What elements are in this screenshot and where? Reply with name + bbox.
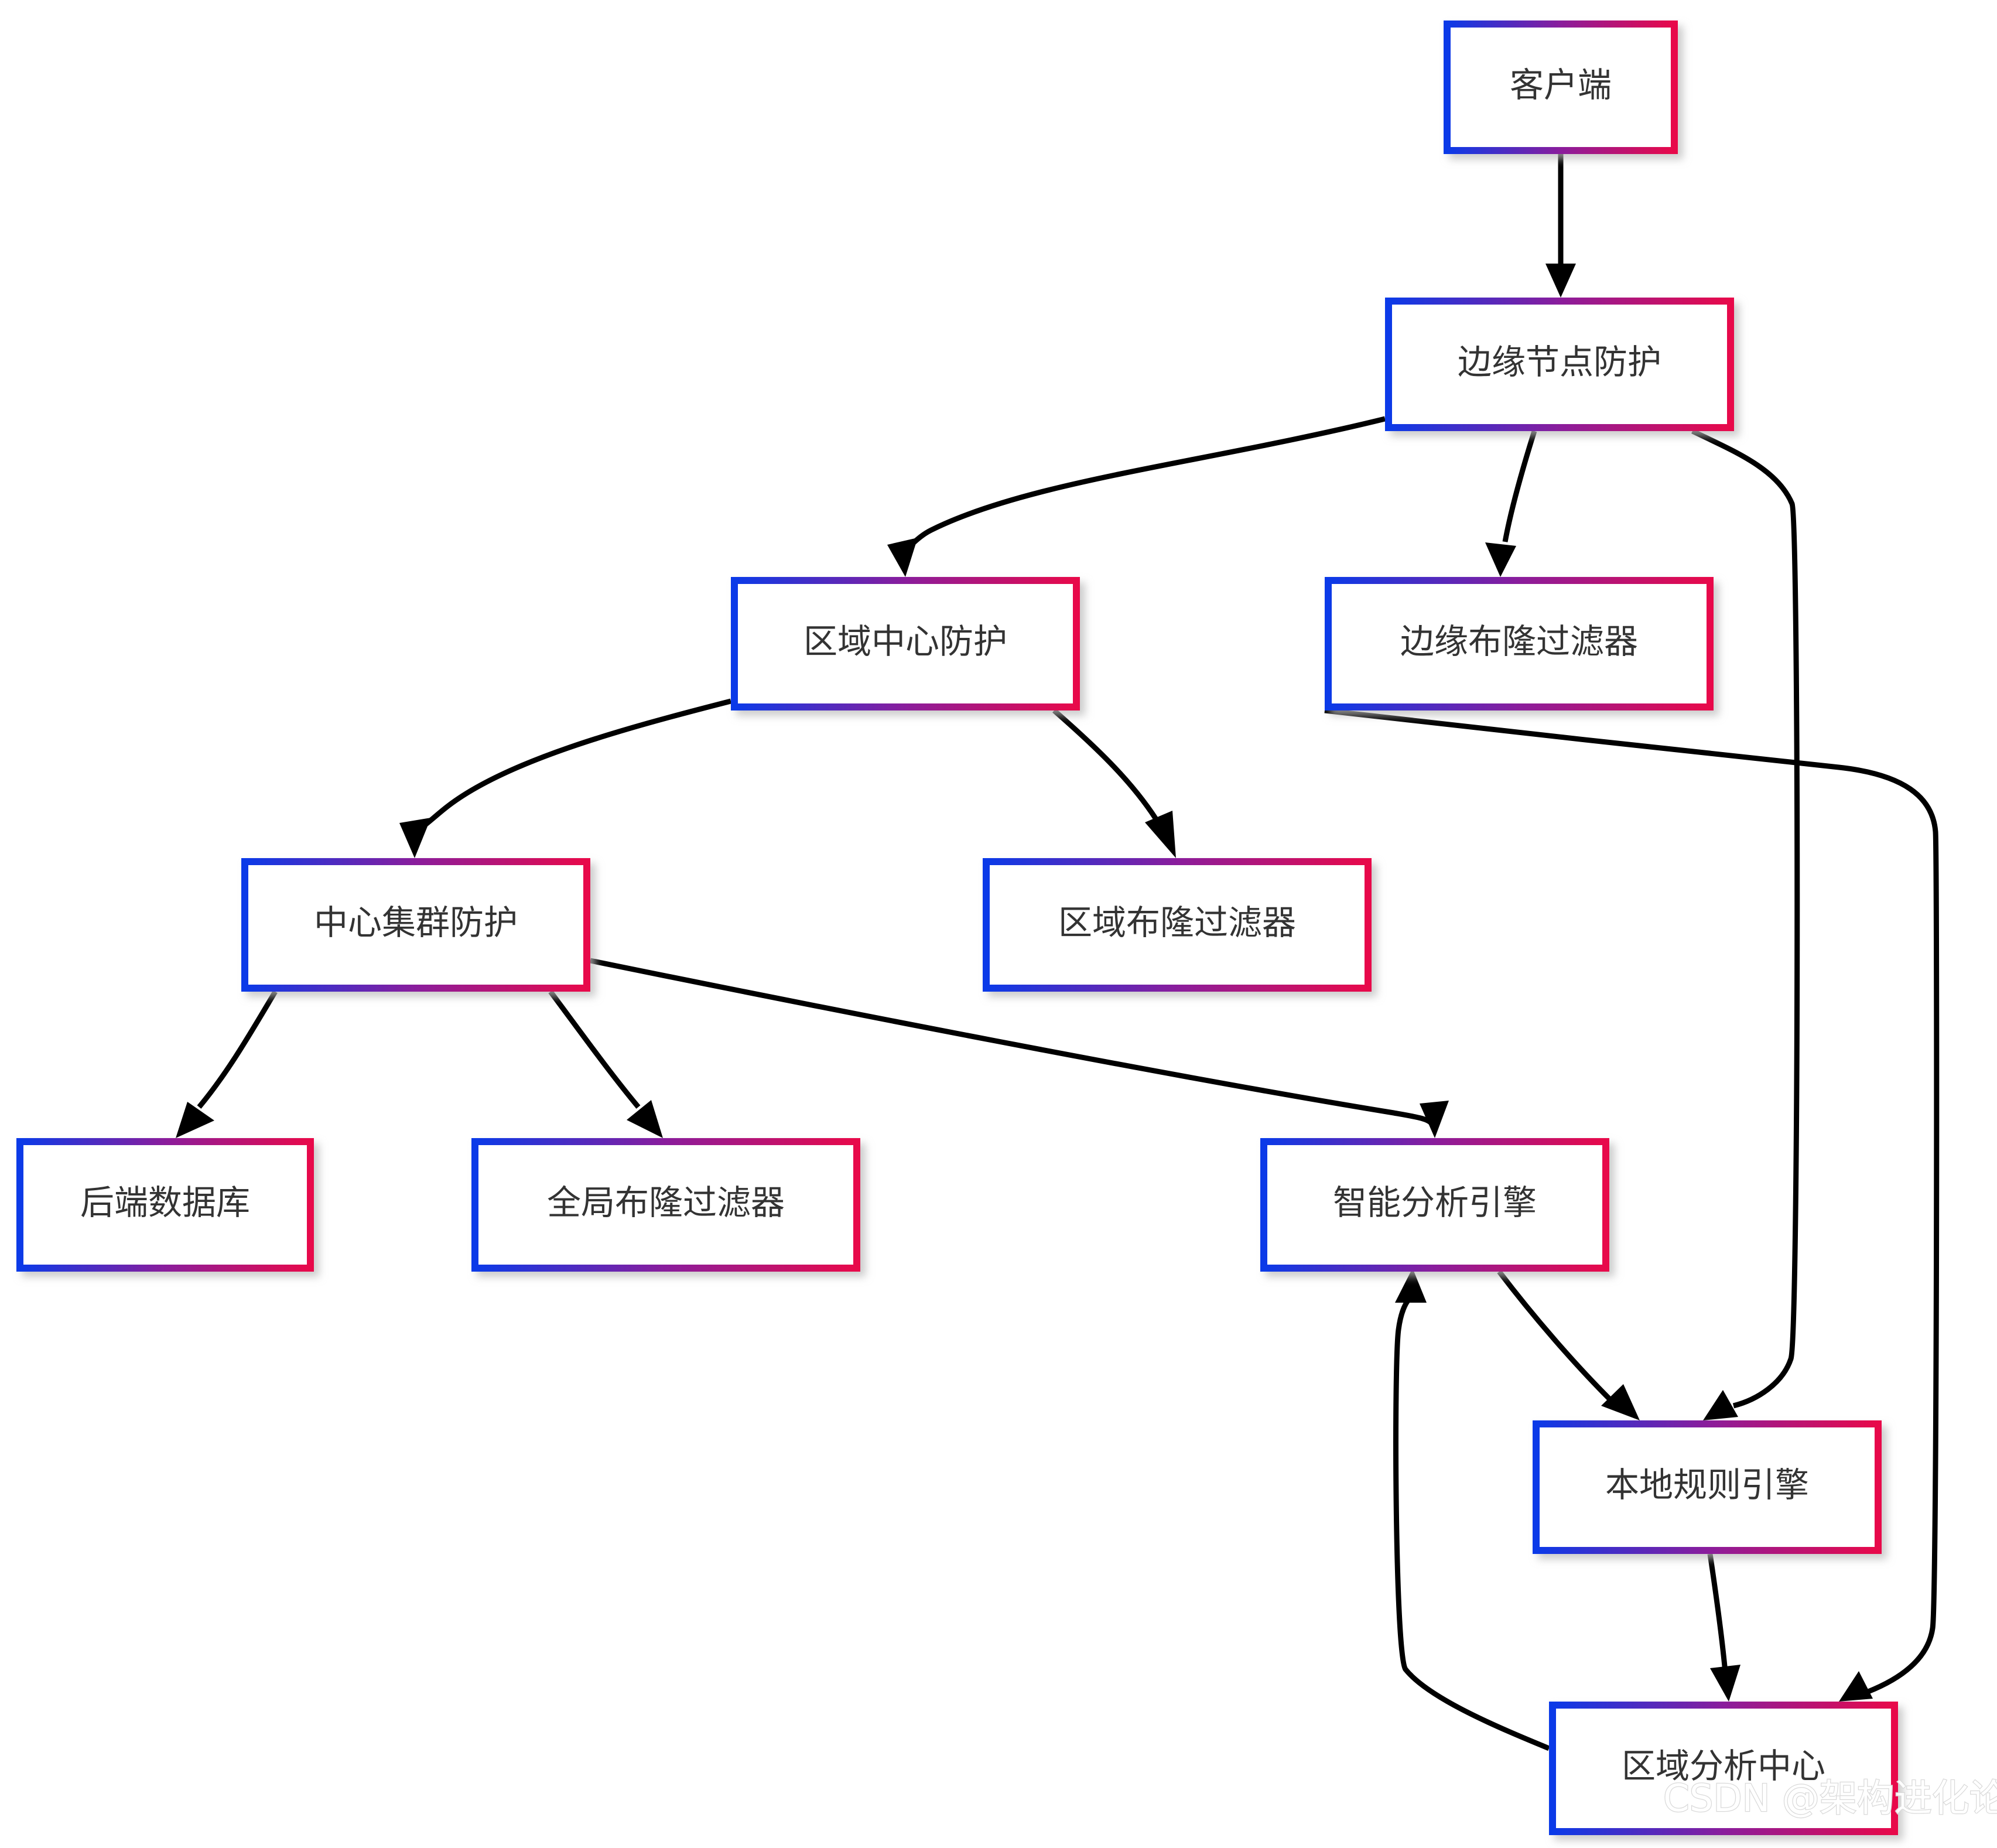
node-layer: 客户端 边缘节点防护 区域中心防护 边缘布隆过滤器 中心集群防护 xyxy=(16,21,1898,1835)
node-global-bloom-label: 全局布隆过滤器 xyxy=(547,1183,785,1222)
node-center-guard[interactable]: 中心集群防护 xyxy=(241,858,590,992)
node-client-label: 客户端 xyxy=(1510,65,1612,105)
node-backend-db[interactable]: 后端数据库 xyxy=(16,1138,314,1272)
node-edge-bloom[interactable]: 边缘布隆过滤器 xyxy=(1325,577,1714,710)
edge-edge-guard-to-local-rule xyxy=(1691,428,1800,1420)
edge-ai-engine-to-local-rule xyxy=(1497,1270,1640,1420)
node-edge-bloom-label: 边缘布隆过滤器 xyxy=(1400,621,1638,661)
edge-region-center-to-ai-engine xyxy=(1393,1268,1550,1751)
node-edge-guard[interactable]: 边缘节点防护 xyxy=(1385,298,1734,431)
csdn-watermark: CSDN @架构进化论 xyxy=(1663,1777,1997,1820)
node-region-center-label: 区域分析中心 xyxy=(1622,1746,1825,1786)
node-edge-guard-label: 边缘节点防护 xyxy=(1458,342,1661,382)
edge-local-rule-to-region-center xyxy=(1707,1553,1740,1702)
node-local-rule[interactable]: 本地规则引擎 xyxy=(1533,1420,1882,1554)
node-backend-db-label: 后端数据库 xyxy=(80,1183,250,1222)
node-local-rule-label: 本地规则引擎 xyxy=(1605,1465,1809,1505)
edge-center-guard-to-backend-db xyxy=(176,990,278,1138)
node-client[interactable]: 客户端 xyxy=(1444,21,1678,154)
edge-region-guard-to-region-bloom xyxy=(1052,708,1176,858)
node-center-guard-label: 中心集群防护 xyxy=(314,903,518,942)
node-global-bloom[interactable]: 全局布隆过滤器 xyxy=(471,1138,860,1272)
node-ai-engine-label: 智能分析引擎 xyxy=(1333,1183,1537,1222)
edge-edge-guard-to-edge-bloom xyxy=(1485,430,1537,577)
edge-center-guard-to-global-bloom xyxy=(548,990,663,1138)
edge-edge-bloom-to-region-center xyxy=(1324,708,1940,1702)
edge-center-guard-to-ai-engine xyxy=(590,958,1449,1138)
edge-region-guard-to-center-guard xyxy=(399,698,732,858)
node-region-center[interactable]: 区域分析中心 xyxy=(1549,1702,1898,1835)
edge-edge-guard-to-region-guard xyxy=(887,416,1386,577)
edge-client-to-edge-guard xyxy=(1545,154,1576,298)
node-region-guard-label: 区域中心防护 xyxy=(803,621,1007,661)
node-region-bloom[interactable]: 区域布隆过滤器 xyxy=(983,858,1372,992)
node-region-guard[interactable]: 区域中心防护 xyxy=(731,577,1080,710)
node-region-bloom-label: 区域布隆过滤器 xyxy=(1058,903,1296,942)
node-ai-engine[interactable]: 智能分析引擎 xyxy=(1260,1138,1609,1272)
edge-layer xyxy=(176,154,1940,1751)
